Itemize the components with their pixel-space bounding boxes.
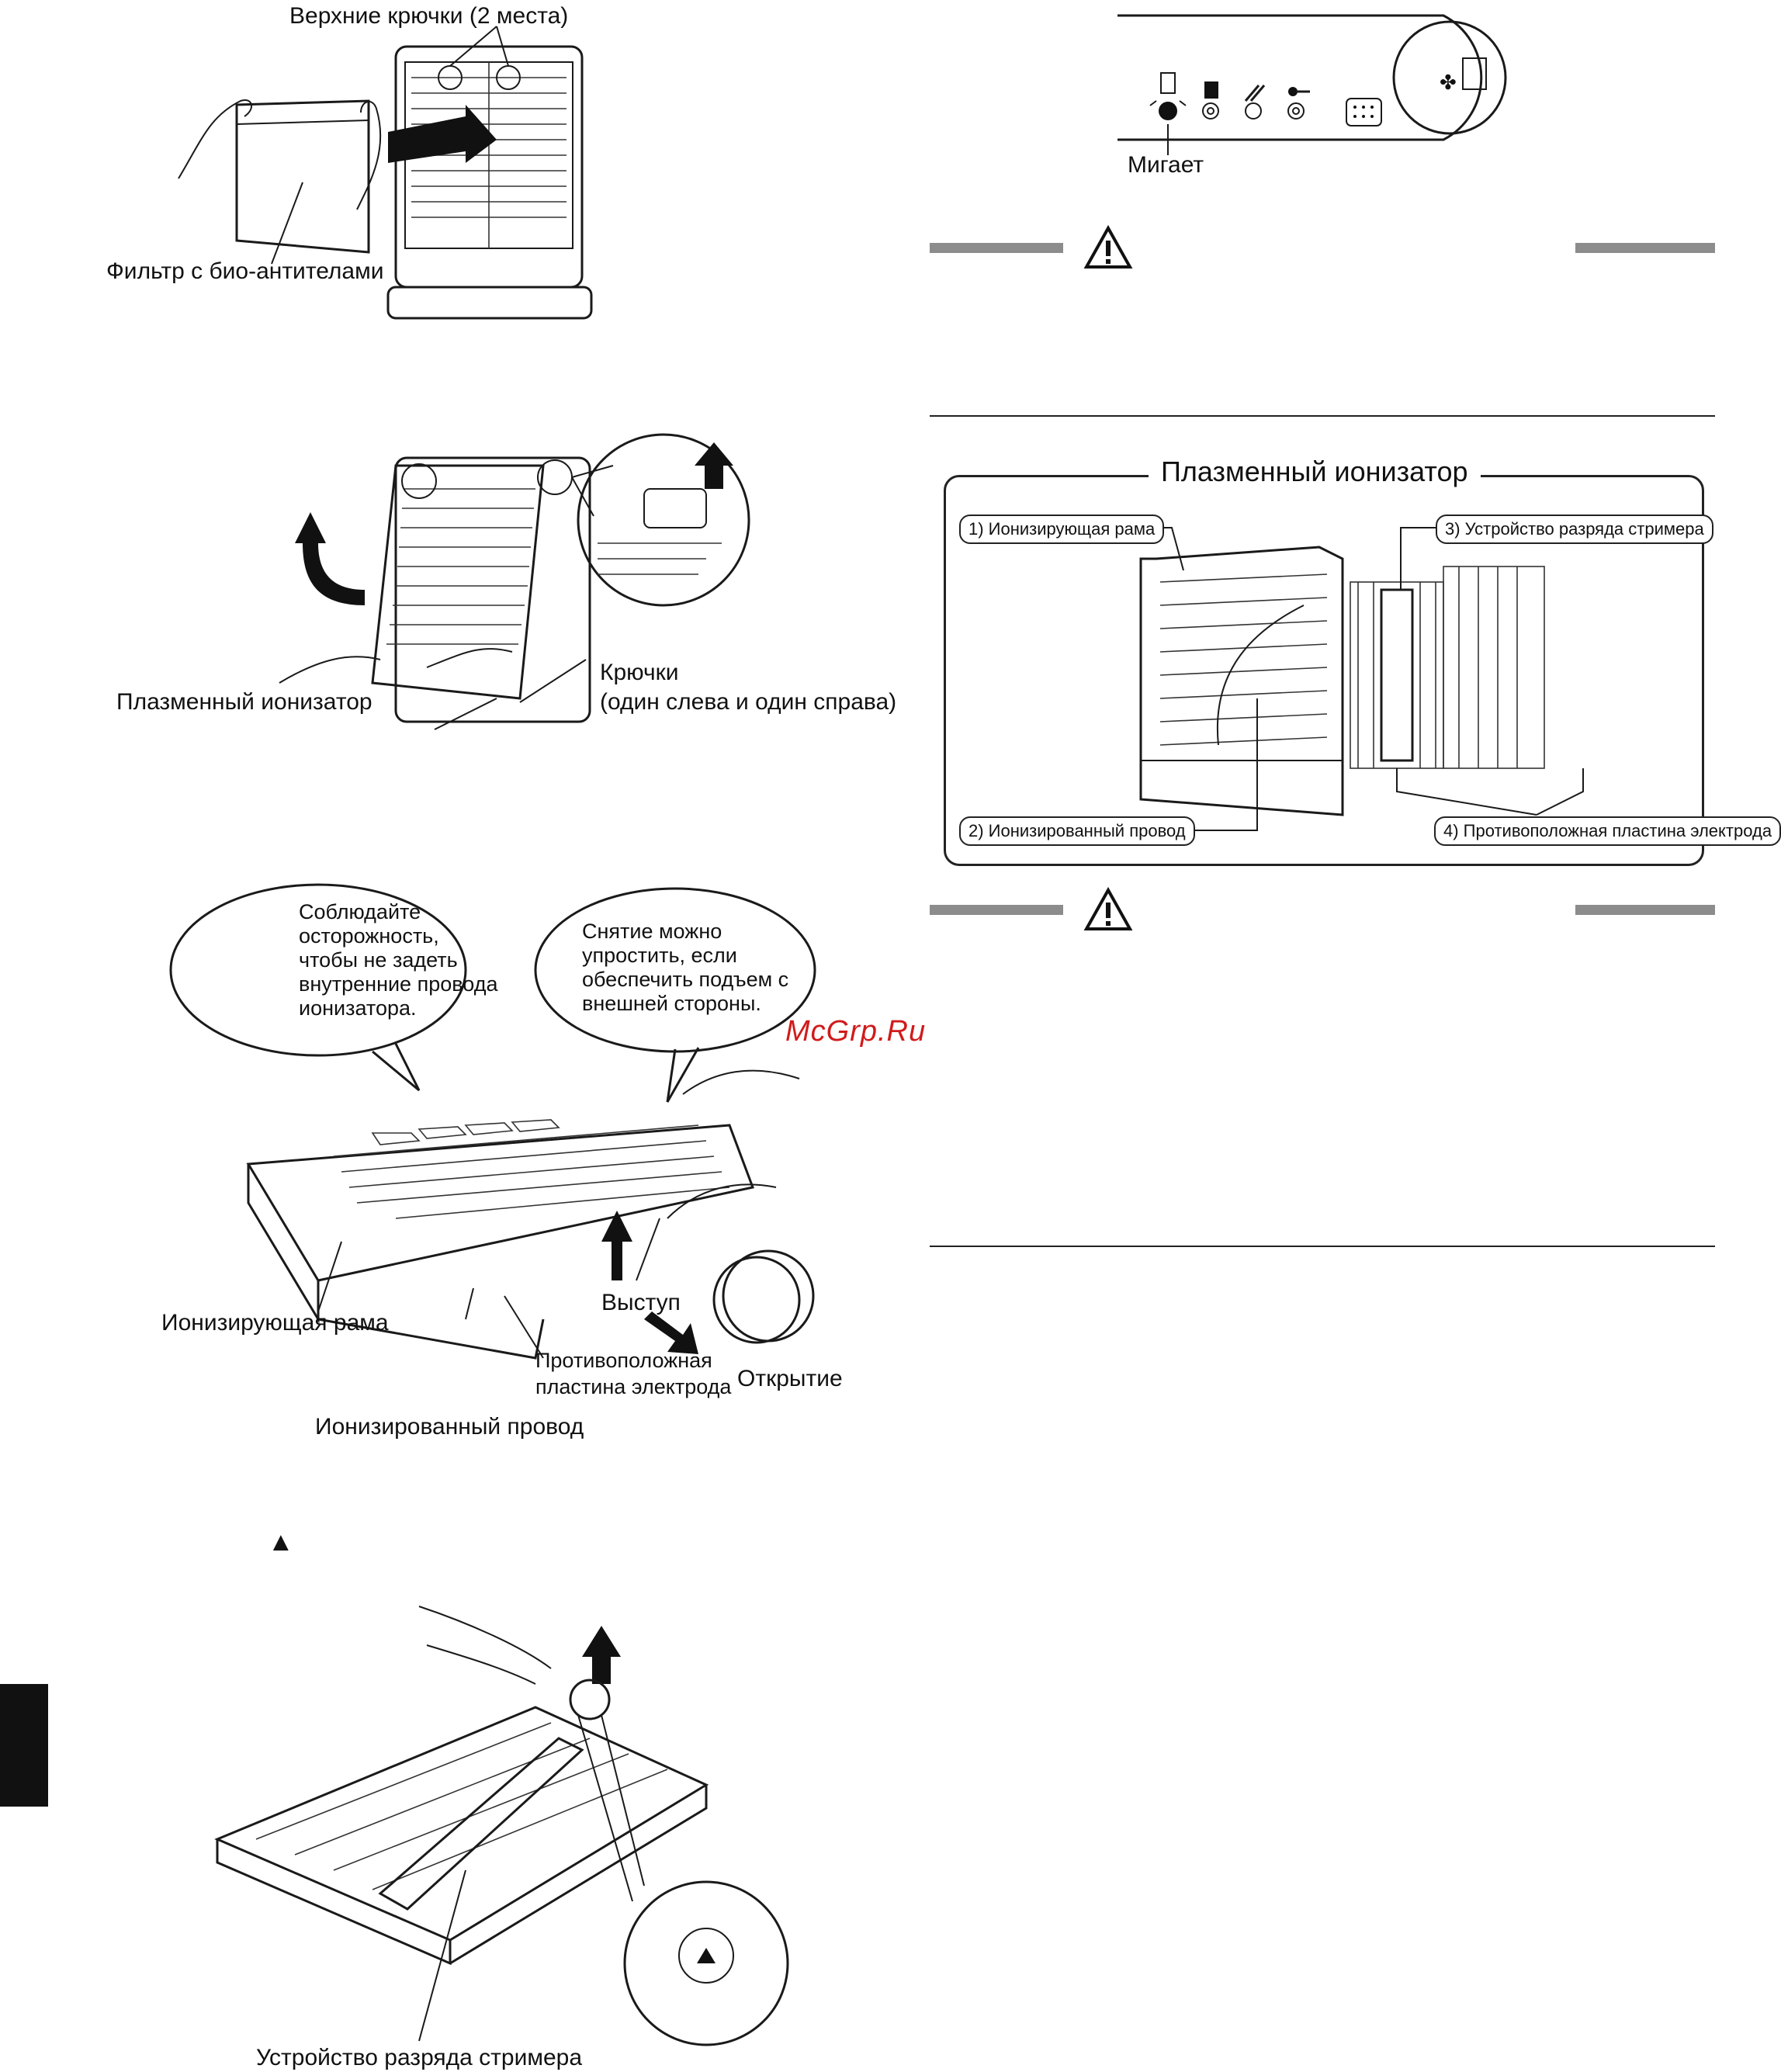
warning-bar-right: [1575, 243, 1715, 253]
warning-triangle-icon-2: [1083, 886, 1133, 930]
bubble-left-text: Соблюдайте осторожность, чтобы не задеть…: [299, 900, 498, 1020]
part-ionized-wire-tag: 2) Ионизированный провод: [959, 816, 1195, 846]
ionizing-frame-label: Ионизирующая рама: [161, 1310, 389, 1336]
filter-removal-illustration: [178, 26, 593, 320]
top-hooks-label: Верхние крючки (2 места): [289, 3, 569, 29]
streamer-removal-illustration: [214, 1606, 789, 2046]
tab-label: Выступ: [601, 1290, 681, 1315]
ionized-wire-label: Ионизированный провод: [315, 1414, 584, 1440]
section-divider-2: [930, 1246, 1715, 1247]
warning-triangle-icon: [1083, 224, 1133, 269]
watermark-text: McGrp.Ru: [785, 1015, 927, 1048]
streamer-label: Устройство разряда стримера: [256, 2045, 583, 2070]
part-counter-plate-tag: 4) Противоположная пластина электрода: [1434, 816, 1781, 846]
warning-bar-left: [930, 243, 1063, 253]
part-streamer-tag: 3) Устройство разряда стримера: [1436, 515, 1713, 544]
counter-plate-illustration: [169, 883, 816, 1360]
section-tab: [0, 1684, 48, 1807]
triangle-marker: ▲: [268, 1527, 294, 1557]
hooks-note-label: (один слева и один справа): [600, 689, 897, 715]
opening-label: Открытие: [737, 1366, 843, 1391]
part-ionizing-frame-tag: 1) Ионизирующая рама: [959, 515, 1165, 544]
section-divider-1: [930, 415, 1715, 417]
control-panel-illustration: ✤: [1117, 14, 1507, 155]
bubble-right-text: Снятие можно упростить, если обеспечить …: [582, 920, 789, 1015]
plasma-ionizer-parts-illustration: [1125, 527, 1584, 831]
svg-text:✤: ✤: [1440, 71, 1457, 95]
plasma-ionizer-title: Плазменный ионизатор: [1149, 455, 1481, 489]
blinks-label: Мигает: [1128, 152, 1204, 178]
counter-plate-label-1: Противоположная: [535, 1349, 712, 1372]
bio-filter-label: Фильтр с био-антителами: [106, 258, 384, 284]
counter-plate-label-2: пластина электрода: [535, 1375, 732, 1398]
warning-bar-left-2: [930, 905, 1063, 915]
ionizer-removal-illustration: [279, 433, 750, 730]
ionizer-label: Плазменный ионизатор: [116, 689, 372, 715]
warning-bar-right-2: [1575, 905, 1715, 915]
hooks-label: Крючки: [600, 660, 679, 685]
